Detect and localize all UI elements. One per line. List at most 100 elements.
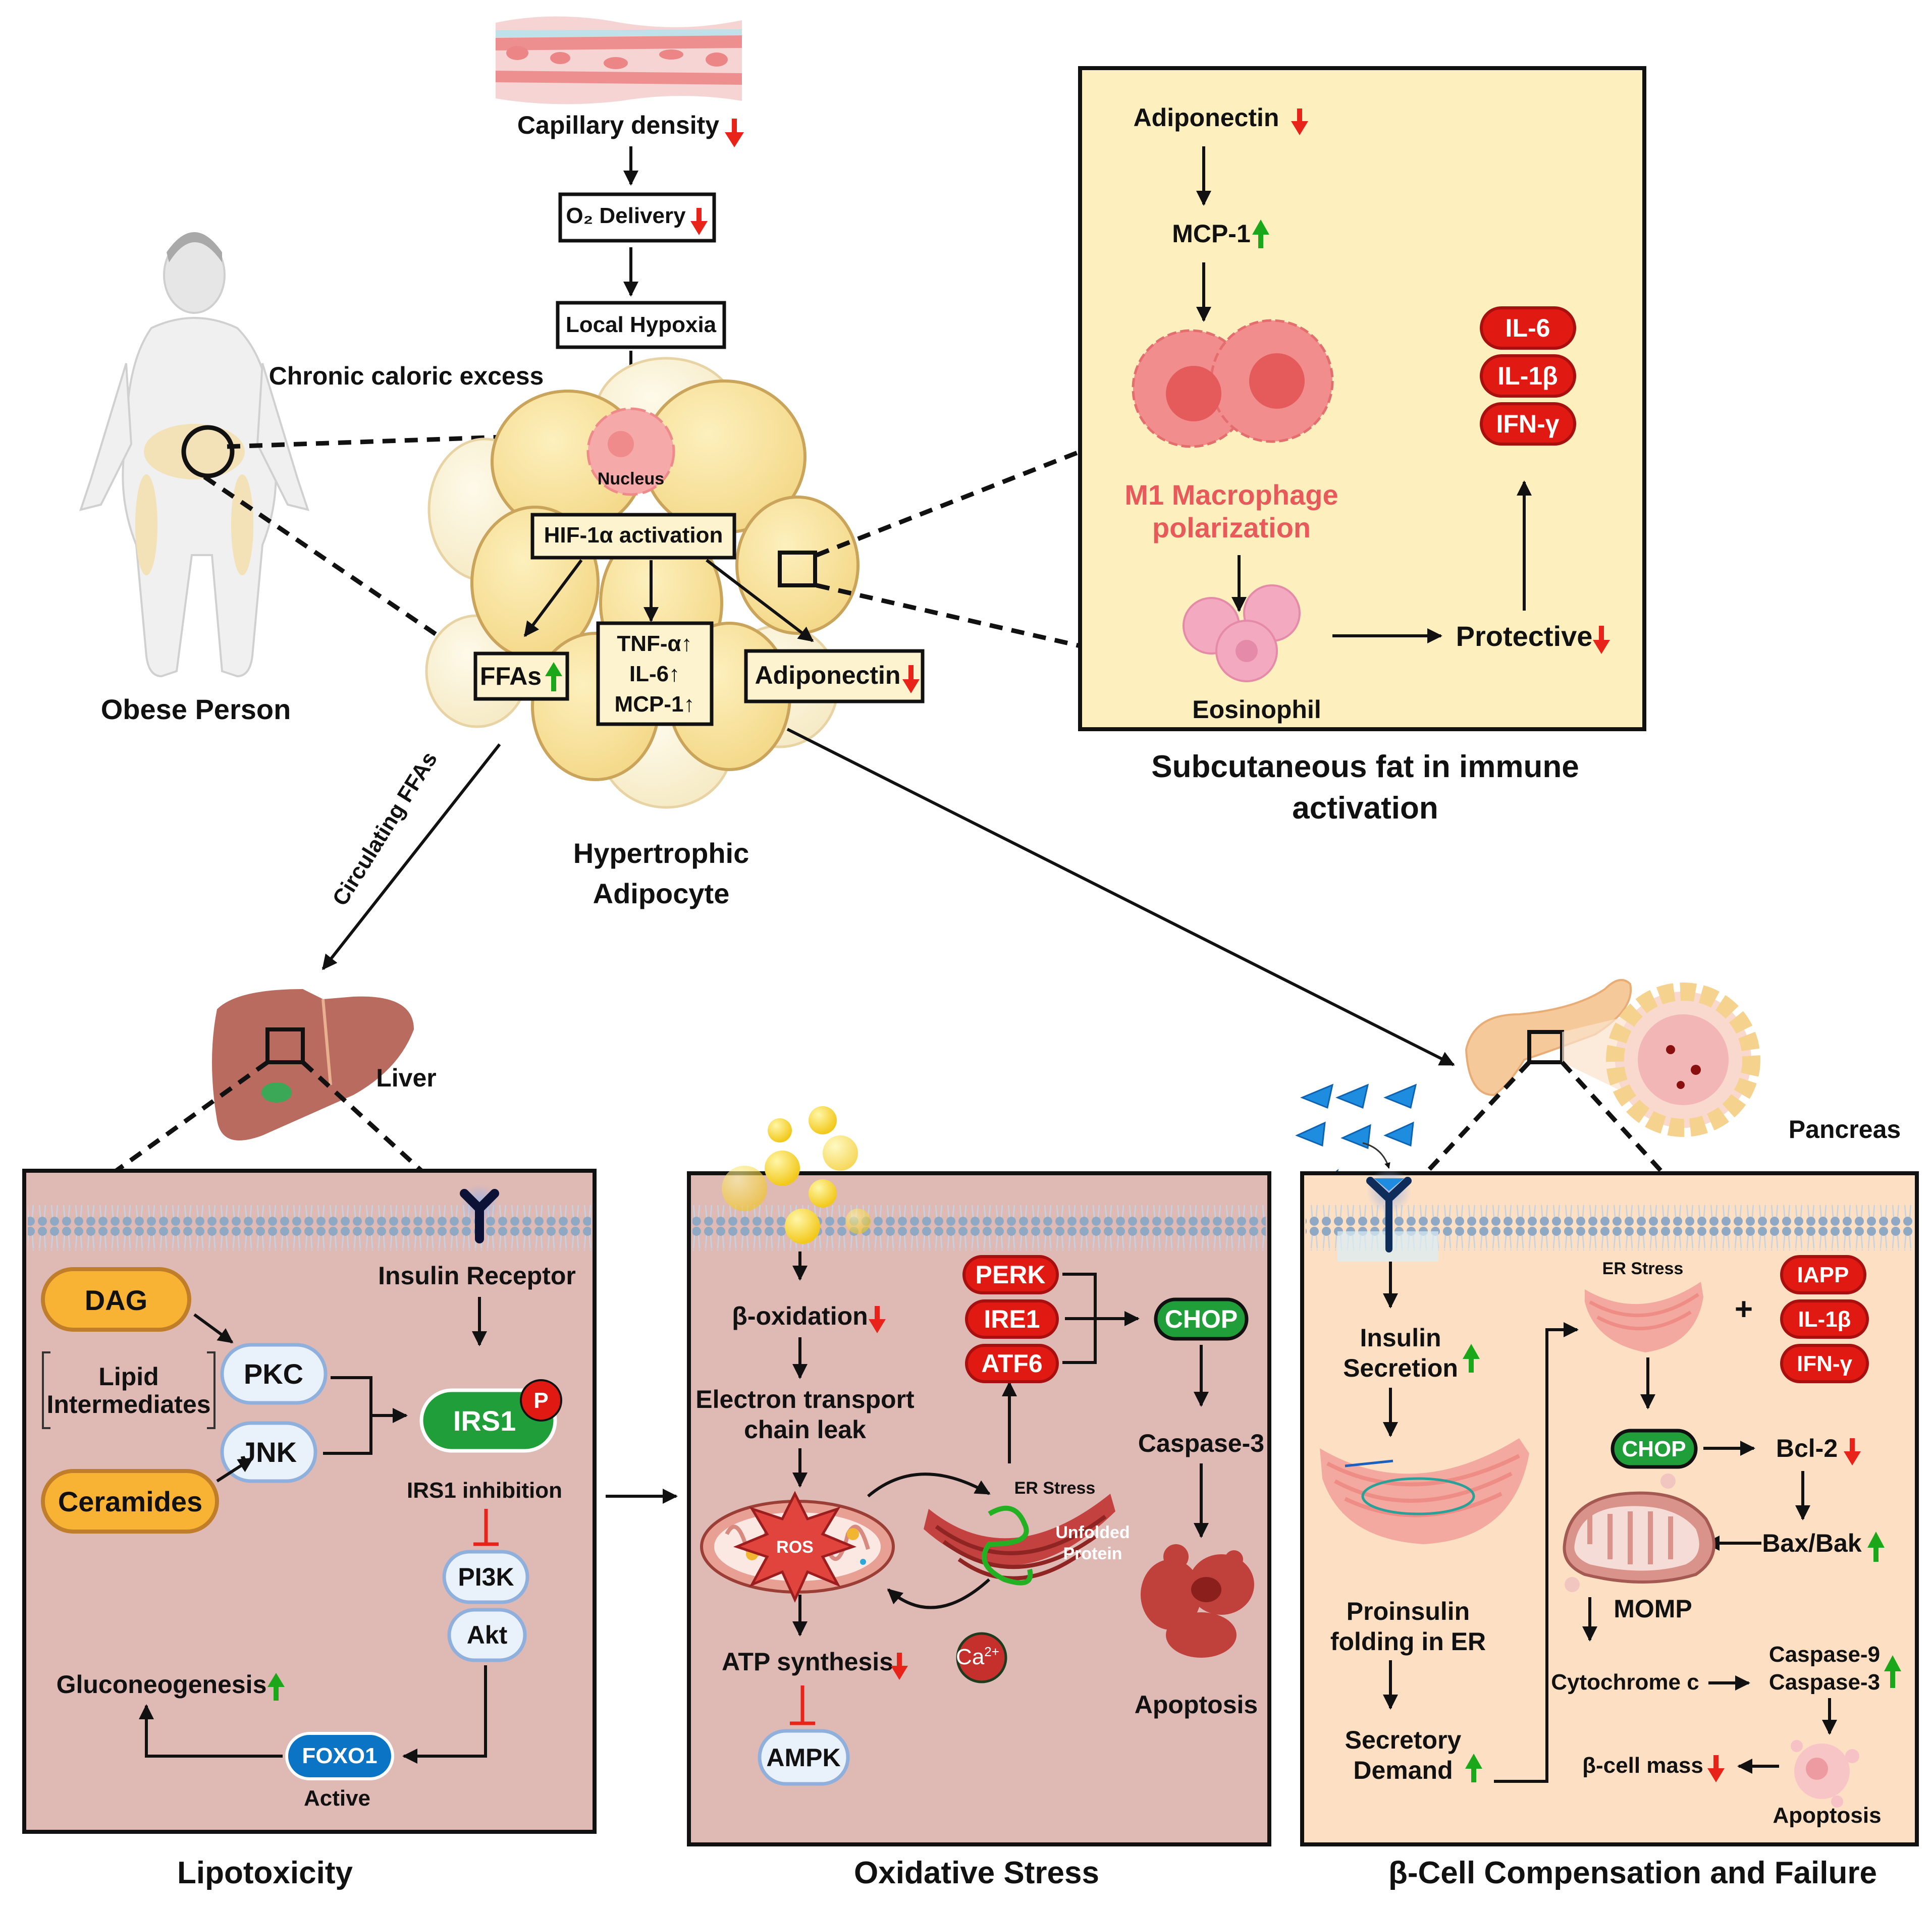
m1-macrophage-label: polarization: [1152, 512, 1311, 543]
connector-arrow: [523, 559, 583, 637]
immune-cytokine-label: IL-1β: [1497, 362, 1558, 390]
chop-label: CHOP: [1165, 1305, 1238, 1333]
m1-macrophage-label: M1 Macrophage: [1124, 479, 1338, 511]
connector-arrow: [402, 1665, 487, 1764]
down-arrow-icon: [902, 665, 920, 693]
caspase-label: Caspase-3: [1769, 1670, 1880, 1695]
pkc-label: PKC: [244, 1358, 303, 1390]
cytochrome-c-label: Cytochrome c: [1551, 1670, 1699, 1695]
immune-cytokine-label: IFN-γ: [1496, 410, 1560, 438]
eosinophil-label: Eosinophil: [1192, 695, 1321, 724]
insulin-secretion-label: Insulin: [1360, 1324, 1441, 1352]
immune-caption: activation: [1292, 791, 1438, 826]
adipocyte-caption: Adipocyte: [593, 878, 730, 909]
atp-synthesis-label: ATP synthesis: [722, 1648, 893, 1676]
perk-label: PERK: [976, 1261, 1046, 1289]
cytokine-label: TNF-α↑: [617, 631, 692, 656]
zoom-dashed-line: [301, 1060, 423, 1173]
lipid-intermediates-label: Intermediates: [46, 1390, 210, 1419]
cytokine-pill: [1480, 306, 1576, 350]
mcp1-label: MCP-1: [1172, 220, 1251, 248]
hif-activation-label: HIF-1α activation: [544, 523, 723, 548]
up-arrow-icon: [267, 1673, 285, 1701]
proinsulin-label: folding in ER: [1330, 1627, 1486, 1656]
up-arrow-icon: [1463, 1344, 1480, 1373]
insulin-secretion-label: Secretion: [1343, 1354, 1458, 1382]
circulating-ffas-arrow: [321, 743, 501, 970]
adiponectin-label: Adiponectin: [755, 661, 901, 689]
atf6-pill: [965, 1344, 1059, 1383]
foxo1-pill: [285, 1732, 394, 1780]
calcium-ion-icon: [956, 1632, 1007, 1683]
dag-pill: [41, 1267, 191, 1332]
cell-membrane: [692, 1205, 1266, 1250]
down-arrow-icon: [891, 1653, 908, 1680]
obese-person-label: Obese Person: [101, 693, 291, 725]
local-hypoxia-box: [556, 301, 726, 349]
secretory-demand-label: Demand: [1353, 1756, 1453, 1784]
ceramides-pill: [41, 1469, 219, 1534]
up-arrow-icon: [1867, 1532, 1885, 1562]
zoom-dashed-line: [1560, 1060, 1668, 1178]
stressor-pill: [1780, 1255, 1866, 1294]
zoom-dashed-line: [115, 1060, 269, 1173]
irs1-label: IRS1: [453, 1405, 516, 1437]
perk-pill: [962, 1255, 1059, 1294]
dag-label: DAG: [85, 1284, 147, 1316]
adiponectin-box: [744, 649, 925, 703]
pancreas-illustration: [1465, 979, 1760, 1137]
cell-membrane: [28, 1205, 591, 1250]
atf6-label: ATF6: [981, 1349, 1042, 1378]
stressor-label: IL-1β: [1798, 1307, 1851, 1332]
apoptosis-label: Apoptosis: [1773, 1803, 1881, 1828]
plus-sign: +: [1735, 1292, 1753, 1327]
unfolded-protein-label: Unfolded: [1055, 1523, 1130, 1542]
bcl2-label: Bcl-2: [1776, 1434, 1838, 1462]
circulating-ffas-label: Circulating FFAs: [328, 747, 442, 910]
zoom-dashed-line: [1421, 1060, 1531, 1178]
eosinophil-illustration: [1183, 584, 1301, 682]
cytokine-pill: [1480, 402, 1576, 446]
bracket-right: [207, 1351, 216, 1429]
cytokine-label: MCP-1↑: [615, 692, 695, 717]
chop-label: CHOP: [1622, 1437, 1686, 1461]
o2-delivery-label: O₂ Delivery: [566, 203, 686, 228]
lipid-intermediates-label: Lipid: [98, 1363, 158, 1391]
ampk-pill: [758, 1729, 850, 1786]
apoptotic-cell-illustration: [1141, 1544, 1254, 1658]
stressor-pill: [1780, 1299, 1869, 1339]
stressor-label: IFN-γ: [1797, 1351, 1853, 1376]
phosphorylation-badge: [520, 1379, 562, 1422]
connector-arrow: [193, 1313, 234, 1344]
endoplasmic-reticulum-illustration: [924, 1494, 1115, 1586]
up-arrow-icon: [1252, 220, 1269, 248]
zoom-dashed-line: [816, 449, 1081, 558]
binding-arrow: [1362, 1142, 1390, 1169]
secretory-demand-label: Secretory: [1345, 1726, 1462, 1754]
cytokine-pill: [1480, 354, 1576, 398]
m1-macrophage-illustration: [1132, 319, 1334, 448]
apoptotic-beta-cell-illustration: [1791, 1740, 1859, 1808]
bracket-left: [42, 1351, 50, 1429]
rough-er-illustration: [1320, 1438, 1529, 1544]
bax-bak-label: Bax/Bak: [1762, 1529, 1862, 1557]
er-stress-label: ER Stress: [1602, 1259, 1684, 1278]
caspase3-label: Caspase-3: [1138, 1429, 1264, 1457]
etc-leak-label: chain leak: [744, 1415, 866, 1444]
ceramides-label: Ceramides: [58, 1486, 202, 1517]
akt-pill: [447, 1608, 527, 1662]
immune-caption: Subcutaneous fat in immune: [1151, 749, 1579, 784]
protective-label: Protective: [1456, 620, 1593, 652]
pancreas-label: Pancreas: [1789, 1115, 1901, 1143]
insulin-receptor-label: Insulin Receptor: [378, 1262, 576, 1290]
er-stress-illustration: [1585, 1282, 1703, 1352]
damaged-mitochondrion-illustration: [1563, 1474, 1715, 1592]
nucleus-label: Nucleus: [598, 469, 664, 488]
adipocyte-caption: Hypertrophic: [573, 837, 749, 869]
up-arrow-icon: [1465, 1754, 1482, 1782]
up-arrow-icon: [1884, 1655, 1901, 1688]
fat-droplets-illustration: [722, 1106, 871, 1244]
zoom-dashed-line: [227, 434, 518, 449]
down-arrow-icon: [1844, 1438, 1861, 1465]
down-arrow-icon: [725, 119, 744, 147]
